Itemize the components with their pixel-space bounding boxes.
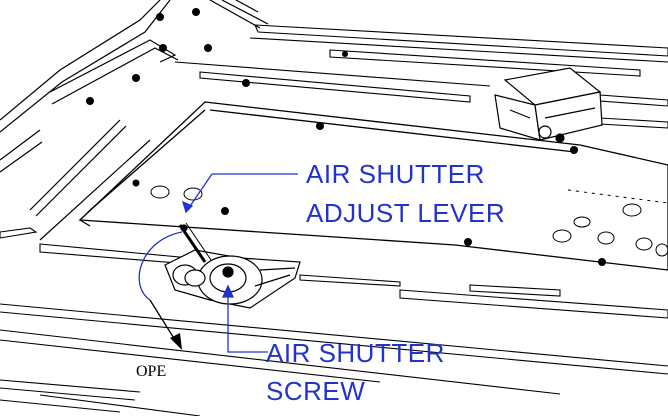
air-shutter-mechanism xyxy=(164,222,301,309)
panel-screws xyxy=(86,8,606,266)
screw-callout-line2: SCREW xyxy=(266,376,365,406)
screw-callout-line1: AIR SHUTTER xyxy=(266,338,445,368)
lever-rotation-arc xyxy=(138,231,183,301)
lever-callout-line2: ADJUST LEVER xyxy=(306,198,505,228)
top-right-component xyxy=(494,67,603,143)
left-side-panel xyxy=(0,0,269,241)
bottom-rails xyxy=(0,227,668,416)
direction-arrow xyxy=(149,299,182,350)
plate-holes xyxy=(132,179,668,257)
lever-leader-line xyxy=(181,173,298,214)
lever-callout-line1: AIR SHUTTER xyxy=(306,159,485,189)
main-plate xyxy=(78,101,668,271)
screw-leader-line xyxy=(221,284,268,353)
ope-direction-label: OPE xyxy=(136,363,166,380)
dashed-guide xyxy=(567,189,668,204)
top-slots xyxy=(174,24,668,129)
